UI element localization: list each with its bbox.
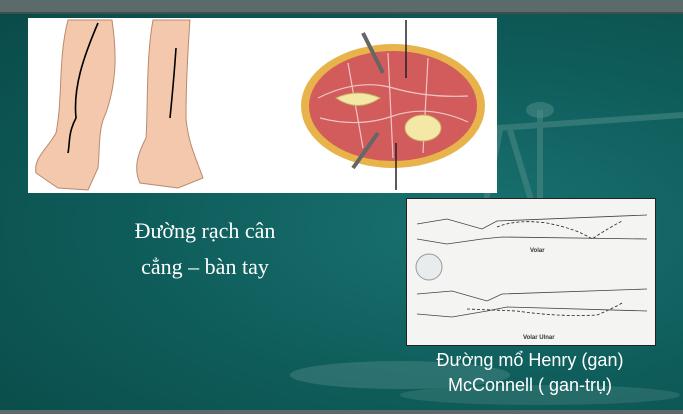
approach-caption-line1: Đường mổ Henry (gan) — [436, 350, 624, 370]
top-bar — [0, 0, 683, 14]
bottom-bar — [0, 410, 683, 414]
incision-caption-line2: cẳng – bàn tay — [141, 254, 269, 279]
forearm-illustration — [35, 19, 485, 191]
forearm-fasciotomy-figure — [28, 18, 497, 193]
henry-approach-figure: Volar Volar Ulnar — [406, 198, 656, 346]
volar-incision-sketch — [415, 214, 648, 318]
volar-label: Volar — [530, 248, 545, 254]
approach-caption-line2: McConnell ( gan-trụ) — [447, 375, 613, 395]
seal-icon — [415, 253, 443, 281]
volar-ulnar-label: Volar Ulnar — [523, 335, 555, 341]
incision-line-right — [169, 47, 177, 119]
incision-caption-line1: Đường rạch cân — [134, 218, 276, 243]
cross-section-icon — [301, 20, 485, 190]
incision-line-left — [67, 22, 99, 154]
